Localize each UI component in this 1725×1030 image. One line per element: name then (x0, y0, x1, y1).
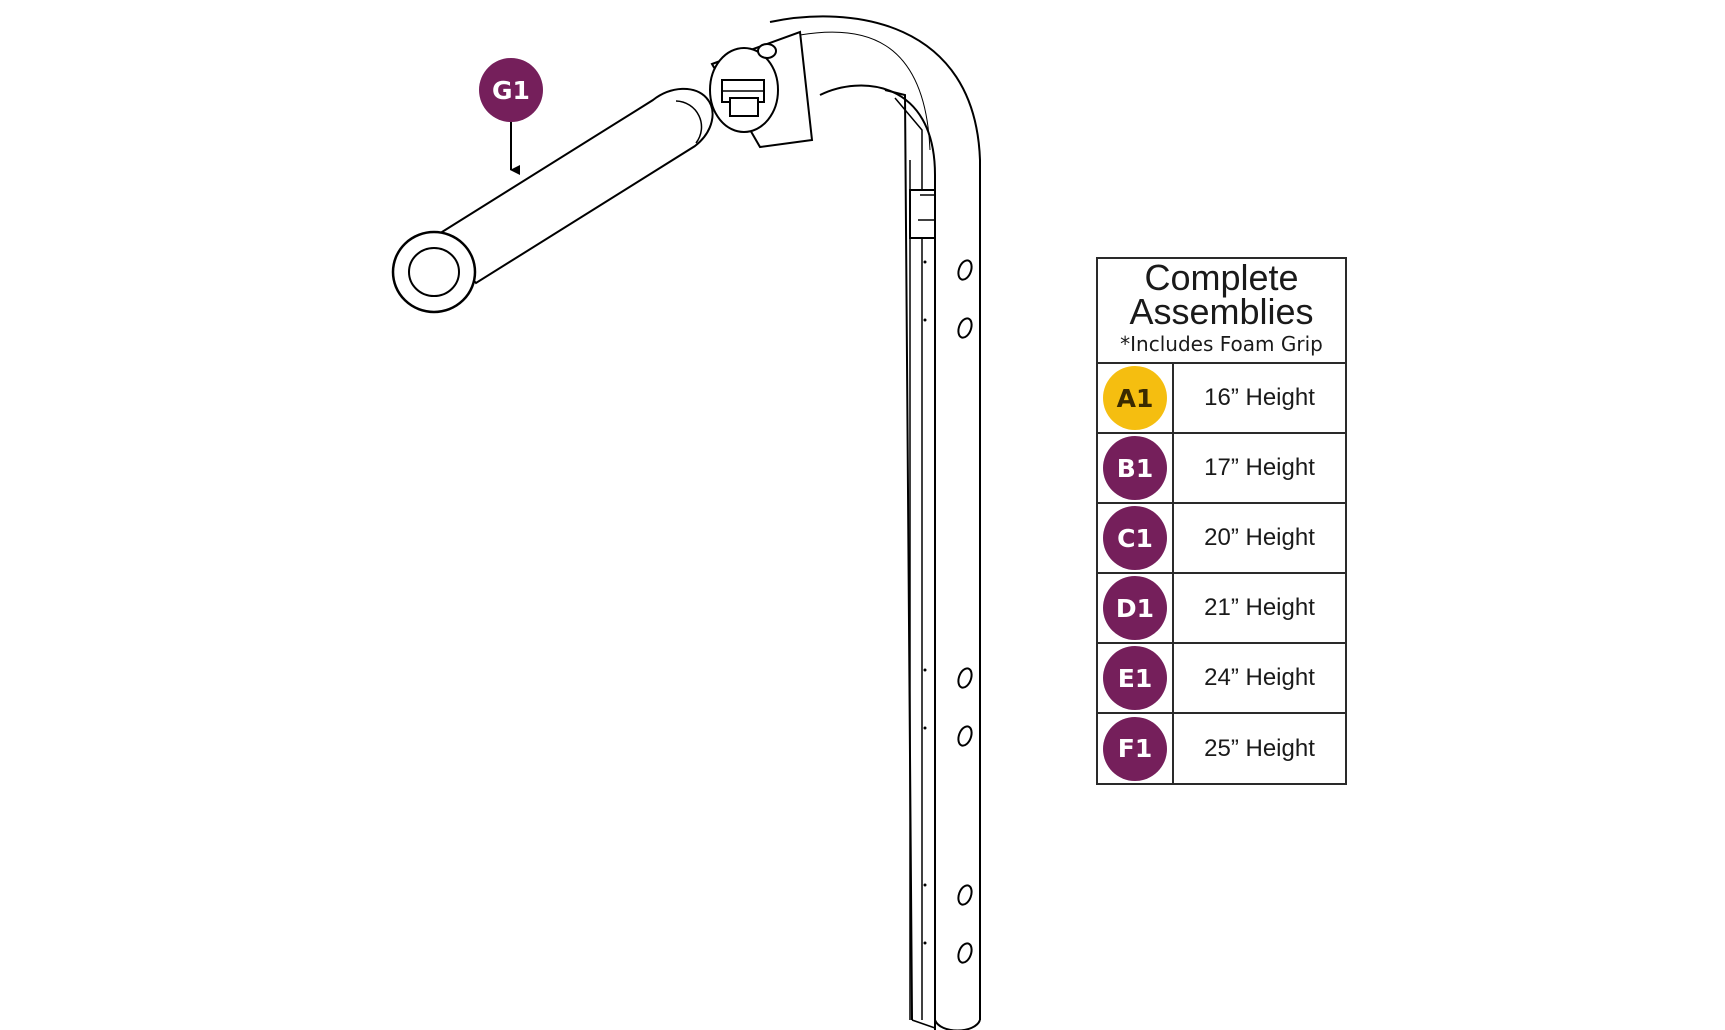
assembly-height: 25” Height (1204, 734, 1315, 762)
rivet-marks (923, 260, 927, 945)
assembly-row: A1 16” Height (1098, 364, 1345, 434)
grip-callout: G1 (479, 58, 543, 175)
assembly-callout: B1 (1103, 436, 1167, 500)
assembly-row: B1 17” Height (1098, 434, 1345, 504)
assembly-callout: C1 (1103, 506, 1167, 570)
callout-cell: B1 (1098, 434, 1174, 502)
callout-cell: E1 (1098, 644, 1174, 712)
adjustment-hole (957, 317, 973, 339)
assembly-callout: A1 (1103, 366, 1167, 430)
assembly-row: D1 21” Height (1098, 574, 1345, 644)
callout-cell: C1 (1098, 504, 1174, 572)
callout-cell: D1 (1098, 574, 1174, 642)
table-note: *Includes Foam Grip (1120, 332, 1323, 356)
foam-grip (391, 87, 714, 314)
adjustment-hole (957, 259, 973, 281)
assembly-height: 16” Height (1204, 384, 1315, 411)
table-header: Complete Assemblies *Includes Foam Grip (1098, 259, 1345, 364)
callout-cell: A1 (1098, 364, 1174, 432)
grip-callout-circle (479, 58, 543, 122)
adjustment-hole (957, 942, 973, 964)
assembly-callout: F1 (1103, 716, 1167, 781)
assembly-height: 17” Height (1204, 454, 1315, 481)
push-handle-tube (709, 15, 981, 1030)
grip-callout-label: G1 (492, 76, 530, 105)
table-title-line1: Complete (1144, 257, 1299, 298)
assembly-row: E1 24” Height (1098, 644, 1345, 714)
adjustment-hole (957, 667, 973, 689)
assembly-row: F1 25” Height (1098, 714, 1345, 783)
adjustment-hole (957, 884, 973, 906)
assembly-height: 21” Height (1204, 594, 1315, 621)
table-title-line2: Assemblies (1129, 291, 1314, 332)
assembly-height: 20” Height (1204, 524, 1315, 551)
assembly-callout: E1 (1103, 646, 1167, 710)
adjustment-hole (957, 725, 973, 747)
complete-assemblies-table: Complete Assemblies *Includes Foam Grip … (1096, 257, 1347, 785)
assembly-row: C1 20” Height (1098, 504, 1345, 574)
assembly-height: 24” Height (1204, 664, 1315, 691)
callout-cell: F1 (1098, 714, 1174, 783)
adjustment-holes (957, 259, 973, 964)
assembly-callout: D1 (1103, 576, 1167, 640)
